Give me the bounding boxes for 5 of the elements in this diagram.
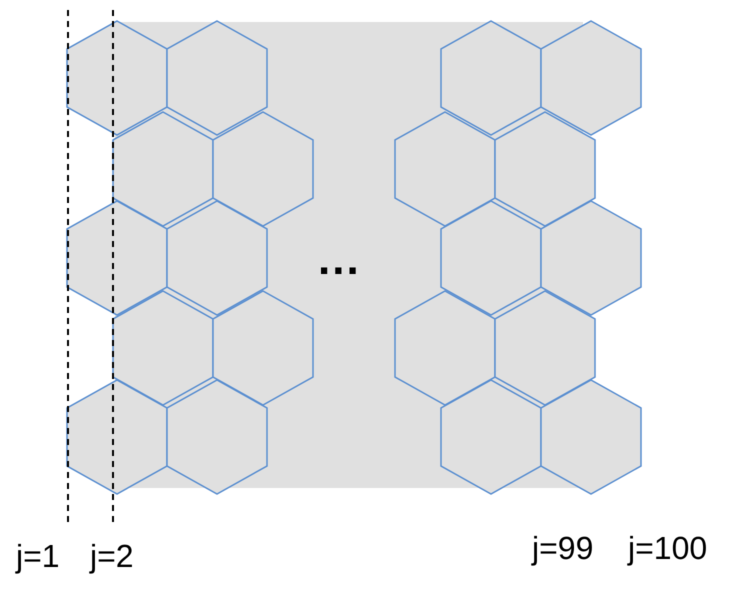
column-label: j=1 — [16, 540, 60, 572]
column-label: j=2 — [90, 540, 134, 572]
column-label: j=99 — [532, 532, 594, 564]
column-label: j=100 — [628, 532, 708, 564]
ellipsis: ... — [318, 238, 361, 282]
